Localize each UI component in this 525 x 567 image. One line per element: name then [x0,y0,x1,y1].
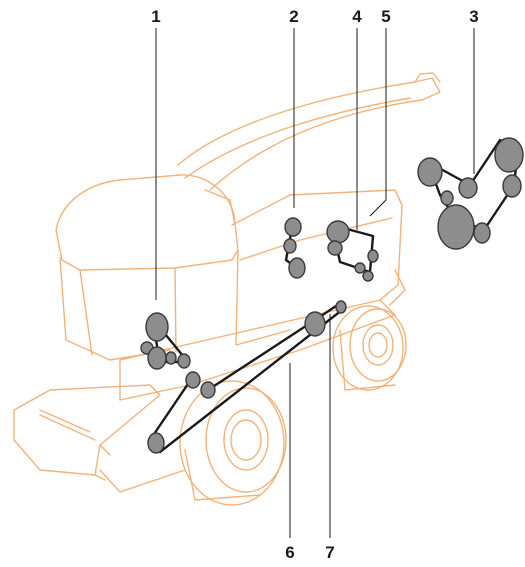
pulley [503,175,521,197]
pulley [441,191,453,205]
leader-lines [156,28,474,538]
pulley [474,223,490,243]
belt-drive-2 [284,218,305,278]
callout-labels: 1 2 3 4 5 6 7 [151,7,478,562]
callout-4: 4 [352,7,362,26]
pulley [148,433,164,453]
pulley [148,347,166,369]
belt-drive-5 [368,250,378,262]
spout [178,78,440,190]
callout-7: 7 [325,543,334,562]
pulley [368,250,378,262]
pulley [355,263,365,273]
pulley [327,221,349,243]
pulley [305,312,325,336]
pulley [201,382,215,398]
belt-drive-3 [418,138,523,249]
pulley [146,313,168,341]
pulley [495,138,523,172]
pulley [328,241,342,255]
pulley [459,178,477,198]
pulley [336,301,346,313]
pulley [438,205,474,249]
pulley [186,372,200,388]
callout-5: 5 [381,7,390,26]
harvester-outline [14,73,440,505]
pulley [284,239,296,253]
callout-3: 3 [469,7,478,26]
belt-drive-4 [327,221,373,281]
belt-drive-1 [141,313,190,369]
main-body [232,190,402,300]
pulley [418,158,442,186]
callout-1: 1 [151,7,160,26]
callout-2: 2 [289,7,298,26]
leader-line-5 [370,28,386,216]
pulley [166,352,176,364]
callout-6: 6 [285,543,294,562]
pulley [289,258,305,278]
rear-wheel [333,306,406,390]
front-wheel [180,381,286,505]
pulley [178,354,190,368]
pulley [363,271,373,281]
pulley [285,218,301,236]
